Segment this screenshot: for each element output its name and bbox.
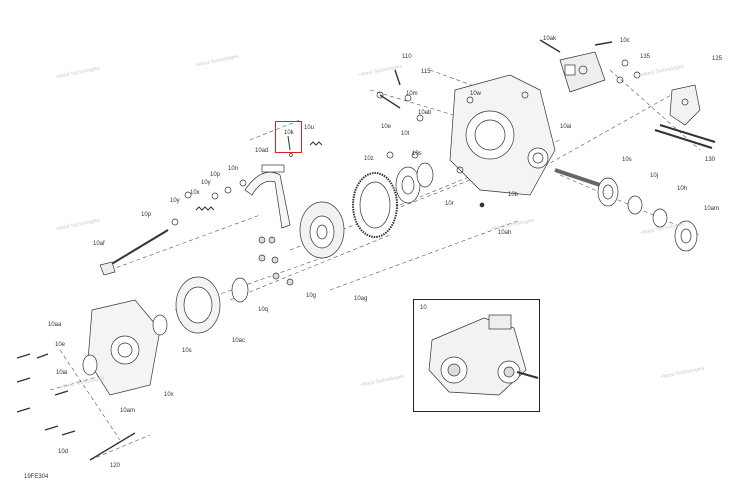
part-label-10e: 10e xyxy=(381,124,392,130)
part-label-10ag: 10ag xyxy=(354,296,368,302)
part-label-10b: 10b xyxy=(508,192,519,198)
left-housing xyxy=(82,299,168,396)
left-bolts xyxy=(16,353,136,461)
part-label-10y: 10y xyxy=(201,180,211,186)
part-label-10ac: 10ac xyxy=(232,338,246,344)
part-label-10n-top: 10p xyxy=(210,172,221,178)
shift-rod xyxy=(99,229,169,276)
top-bolts xyxy=(379,39,613,109)
small-hardware xyxy=(171,59,641,286)
part-label-10r-top: 10s xyxy=(412,151,422,157)
part-label-10p: 10q xyxy=(258,307,269,313)
assembly-guide-lines xyxy=(49,69,701,461)
output-shaft-assembly xyxy=(554,168,698,252)
part-label-120: 120 xyxy=(110,463,121,469)
part-label-10j: 10k xyxy=(284,130,294,136)
part-label-10c: 10c xyxy=(620,38,630,44)
part-label-10d: 10d xyxy=(58,449,69,455)
part-label-115: 115 xyxy=(421,69,431,75)
right-housing xyxy=(449,74,556,196)
part-label-10r: 10s xyxy=(182,348,192,354)
part-label-110: 110 xyxy=(402,54,412,60)
inset-label: 10 xyxy=(420,305,427,311)
part-label-125: 125 xyxy=(712,56,723,62)
figure-code: 19FE304 xyxy=(24,474,49,480)
part-label-10ah: 10ah xyxy=(498,230,512,236)
assembled-view-inset: 10 xyxy=(413,299,540,412)
part-label-10ai: 10ai xyxy=(560,124,572,130)
part-label-10g: 10h xyxy=(677,186,688,192)
part-label-10n: 10p xyxy=(141,212,152,218)
bearing-10q xyxy=(395,162,434,204)
part-label-10e-left: 10e xyxy=(55,342,66,348)
part-label-10am-left: 10am xyxy=(120,408,136,414)
part-label-10ad: 10ad xyxy=(255,148,269,154)
assembled-gearbox-drawing xyxy=(428,314,539,396)
actuator-motor xyxy=(559,51,606,93)
ring-gear xyxy=(352,172,398,238)
left-cover xyxy=(175,276,249,334)
part-label-10x-top: 10x xyxy=(190,190,200,196)
part-label-10s: 10s xyxy=(622,157,632,163)
part-label-130: 130 xyxy=(705,157,716,163)
part-label-10ak: 10ak xyxy=(543,36,557,42)
part-label-10x: 10x xyxy=(164,392,174,398)
shift-fork xyxy=(244,164,291,229)
part-label-10am-right: 10am xyxy=(704,206,720,212)
part-label-10t: 10t xyxy=(401,131,410,137)
part-label-10y-2: 10y xyxy=(170,198,180,204)
pin-10j xyxy=(287,135,293,157)
part-label-10ai-left: 10ai xyxy=(56,370,68,376)
part-label-10k: 10m xyxy=(406,91,418,97)
part-label-10ab: 10ab xyxy=(418,110,432,116)
part-label-10aa: 10aa xyxy=(48,322,62,328)
part-label-10u: 10u xyxy=(304,125,315,131)
part-label-10q: 10r xyxy=(445,201,454,207)
spring-parts xyxy=(195,141,323,211)
part-label-10z: 10z xyxy=(364,156,374,162)
part-label-10h: 10j xyxy=(650,173,659,179)
part-label-135: 135 xyxy=(640,54,651,60)
part-label-10m: 10n xyxy=(228,166,239,172)
differential-case xyxy=(299,201,345,259)
part-label-10f: 10g xyxy=(306,293,317,299)
part-label-10w: 10w xyxy=(470,91,482,97)
part-label-10af: 10af xyxy=(93,241,105,247)
highlight-box xyxy=(275,121,302,153)
mounting-bracket xyxy=(654,84,716,149)
